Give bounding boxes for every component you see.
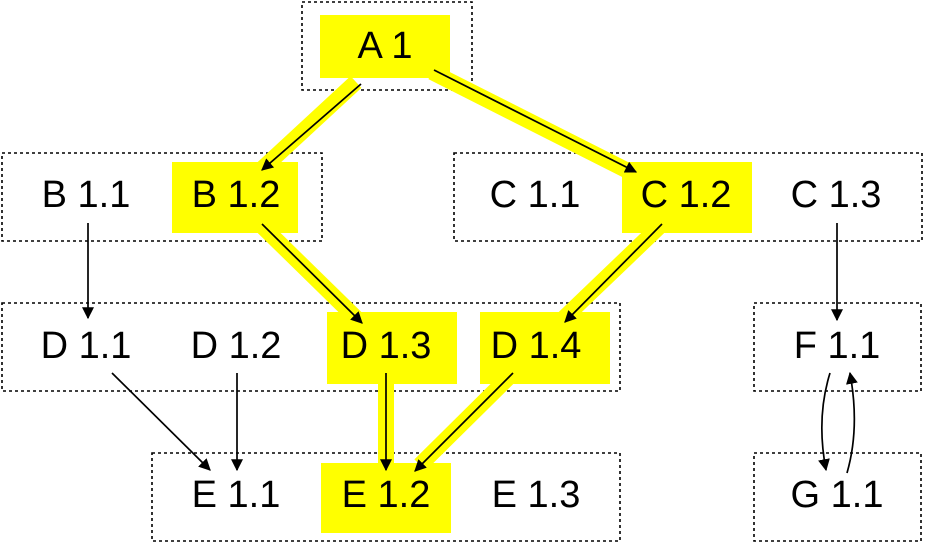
node-g11: G 1.1 (791, 474, 884, 516)
node-d13: D 1.3 (341, 325, 432, 367)
group-f (753, 302, 922, 392)
edge-a1-c12 (433, 69, 638, 173)
group-g (753, 452, 922, 542)
highlight-box-d14 (480, 312, 610, 384)
node-b11: B 1.1 (42, 174, 131, 216)
node-c13: C 1.3 (791, 174, 882, 216)
node-a1: A 1 (358, 25, 413, 67)
edge-a1-b12 (261, 83, 362, 171)
highlight-box-d13 (327, 312, 457, 384)
edge-g11-f11 (846, 371, 858, 474)
group-a (301, 1, 473, 91)
node-b12: B 1.2 (192, 174, 281, 216)
node-e12: E 1.2 (342, 474, 431, 516)
edge-b12-d13 (261, 223, 363, 324)
highlight-path (172, 15, 752, 533)
node-f11: F 1.1 (794, 325, 881, 367)
node-e13: E 1.3 (492, 474, 581, 516)
edge-c12-d14 (564, 223, 663, 323)
node-d12: D 1.2 (191, 325, 282, 367)
node-labels: A 1 B 1.1 B 1.2 C 1.1 C 1.2 C 1.3 D 1.1 … (41, 25, 884, 516)
edge-d11-e11 (111, 372, 211, 471)
node-c12: C 1.2 (641, 174, 732, 216)
highlight-box-c12 (622, 162, 752, 233)
group-d (1, 302, 621, 392)
edge-f11-g11 (818, 372, 831, 472)
highlight-box-e12 (321, 463, 451, 533)
node-d11: D 1.1 (41, 325, 132, 367)
edges (82, 69, 858, 474)
group-c (453, 152, 923, 242)
node-c11: C 1.1 (490, 174, 581, 216)
node-e11: E 1.1 (192, 474, 281, 516)
highlight-edge-a1-b12 (257, 76, 362, 174)
highlight-box-b12 (172, 162, 298, 233)
highlight-edge-a1-c12 (428, 64, 634, 180)
node-d14: D 1.4 (491, 325, 582, 367)
edge-d14-e12 (414, 372, 514, 472)
highlight-box-a1 (320, 15, 450, 78)
